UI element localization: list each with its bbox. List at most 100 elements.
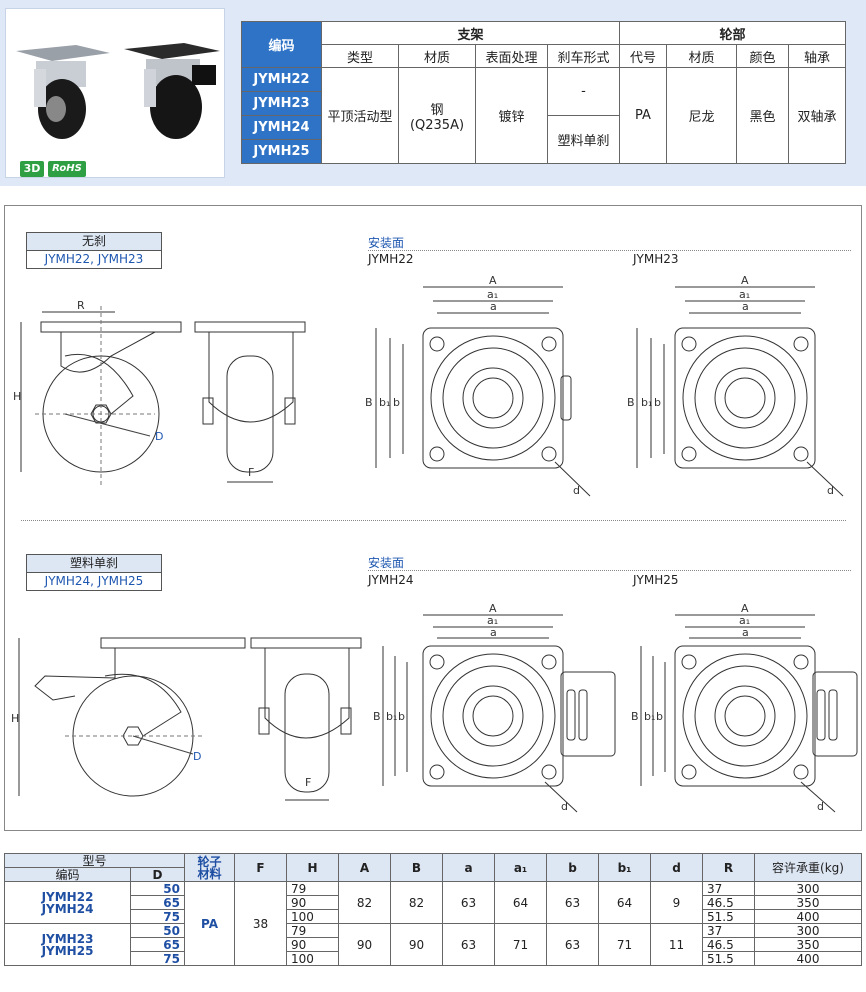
caster-photo-illustration — [16, 43, 220, 139]
dim-B: B — [627, 396, 635, 409]
th-R: R — [702, 853, 755, 882]
mount-face-label-1: 安装面 — [368, 236, 405, 250]
dim-B: B — [365, 396, 373, 409]
th-load: 容许承重(kg) — [754, 853, 862, 882]
spec-code: JYMH23 — [241, 91, 322, 116]
group2-models: JYMH24, JYMH25 — [44, 574, 144, 588]
cell-load: 300 — [754, 881, 862, 896]
spec-col: 材质 — [398, 44, 476, 68]
spec-code: JYMH25 — [241, 139, 322, 164]
cell-A: 90 — [338, 923, 391, 966]
cell-B: 82 — [390, 881, 443, 924]
3d-badge: 3D — [20, 161, 44, 177]
th-A: A — [338, 853, 391, 882]
th-model: 型号 — [4, 853, 185, 868]
cell-R: 51.5 — [702, 951, 755, 966]
cell-R: 46.5 — [702, 895, 755, 910]
cell-a1: 64 — [494, 881, 547, 924]
cell-D: 50 — [130, 881, 185, 896]
spec-color: 黑色 — [736, 67, 789, 164]
cell-load: 300 — [754, 923, 862, 938]
model-label: JYMH22 — [368, 252, 414, 266]
spec-wheel-material: 尼龙 — [666, 67, 737, 164]
cell-b: 63 — [546, 881, 599, 924]
dim-b: b — [656, 710, 663, 723]
product-photo: 3D RoHS — [5, 8, 225, 178]
dim-b1: b₁ — [641, 396, 652, 409]
cell-D: 50 — [130, 923, 185, 938]
cell-b1: 64 — [598, 881, 651, 924]
group1-label: 无刹 JYMH22, JYMH23 — [26, 232, 162, 269]
th-F: F — [234, 853, 287, 882]
section-divider — [21, 520, 846, 521]
dim-A: A — [489, 274, 497, 287]
group1-title: 无刹 — [27, 233, 161, 251]
dim-a1: a₁ — [487, 614, 498, 627]
cell-R: 37 — [702, 923, 755, 938]
cell-load: 350 — [754, 937, 862, 952]
th-code: 编码 — [4, 867, 131, 882]
cell-R: 46.5 — [702, 937, 755, 952]
th-wheel-material: 轮子 材料 — [184, 853, 235, 882]
top-view-24 — [382, 614, 616, 813]
cell-A: 82 — [338, 881, 391, 924]
dim-F: F — [248, 466, 254, 479]
spec-type: 平顶活动型 — [321, 67, 399, 164]
header-panel: 3D RoHS 编码 支架 轮部 类型 材质 表面处理 刹车形式 代号 材质 颜… — [0, 0, 866, 186]
dim-A: A — [741, 602, 749, 615]
spec-wheel-header: 轮部 — [619, 21, 846, 45]
cell-D: 75 — [130, 909, 185, 924]
mount-face-label-2: 安装面 — [368, 556, 405, 570]
divider — [368, 250, 851, 251]
spec-code: JYMH24 — [241, 115, 322, 140]
cell-R: 51.5 — [702, 909, 755, 924]
side-view-2 — [18, 637, 246, 797]
dim-b: b — [654, 396, 661, 409]
top-view-23 — [636, 286, 844, 497]
th-H: H — [286, 853, 339, 882]
group2-title: 塑料单刹 — [27, 555, 161, 573]
th-d: d — [650, 853, 703, 882]
top-view-labels: A a₁ a B b₁ b d A a₁ a B b₁ b d A a₁ a B… — [365, 274, 834, 813]
dim-B: B — [631, 710, 639, 723]
cell-a: 63 — [442, 881, 495, 924]
cell-wheel-material: PA — [184, 881, 235, 966]
spec-table: 编码 支架 轮部 类型 材质 表面处理 刹车形式 代号 材质 颜色 轴承 JYM… — [241, 21, 846, 164]
dim-F: F — [305, 776, 311, 789]
technical-drawings: H R D F — [11, 274, 858, 813]
dim-D: D — [193, 750, 201, 763]
dim-a1: a₁ — [487, 288, 498, 301]
cell-B: 90 — [390, 923, 443, 966]
spec-surface: 镀锌 — [475, 67, 548, 164]
spec-col: 材质 — [666, 44, 737, 68]
cell-H: 90 — [286, 937, 339, 952]
side-view-1 — [20, 306, 182, 486]
dim-d: d — [561, 800, 568, 813]
cell-D: 65 — [130, 895, 185, 910]
front-view-1 — [194, 321, 306, 483]
dim-a: a — [490, 300, 497, 313]
cell-load: 350 — [754, 895, 862, 910]
th-b: b — [546, 853, 599, 882]
model-label: JYMH25 — [633, 573, 679, 587]
front-view-2 — [250, 637, 362, 801]
spec-col: 代号 — [619, 44, 667, 68]
cell-H: 79 — [286, 923, 339, 938]
dim-a1: a₁ — [739, 614, 750, 627]
th-B: B — [390, 853, 443, 882]
dim-d: d — [573, 484, 580, 497]
cell-load: 400 — [754, 909, 862, 924]
th-b1: b₁ — [598, 853, 651, 882]
model-label: JYMH23 — [633, 252, 679, 266]
spec-bearing: 双轴承 — [788, 67, 846, 164]
dim-b: b — [393, 396, 400, 409]
th-a: a — [442, 853, 495, 882]
dim-b: b — [398, 710, 405, 723]
spec-col: 类型 — [321, 44, 399, 68]
cell-a1: 71 — [494, 923, 547, 966]
cell-H: 100 — [286, 909, 339, 924]
dim-a1: a₁ — [739, 288, 750, 301]
spec-material: 钢 (Q235A) — [398, 67, 476, 164]
dim-a: a — [742, 626, 749, 639]
dim-A: A — [741, 274, 749, 287]
